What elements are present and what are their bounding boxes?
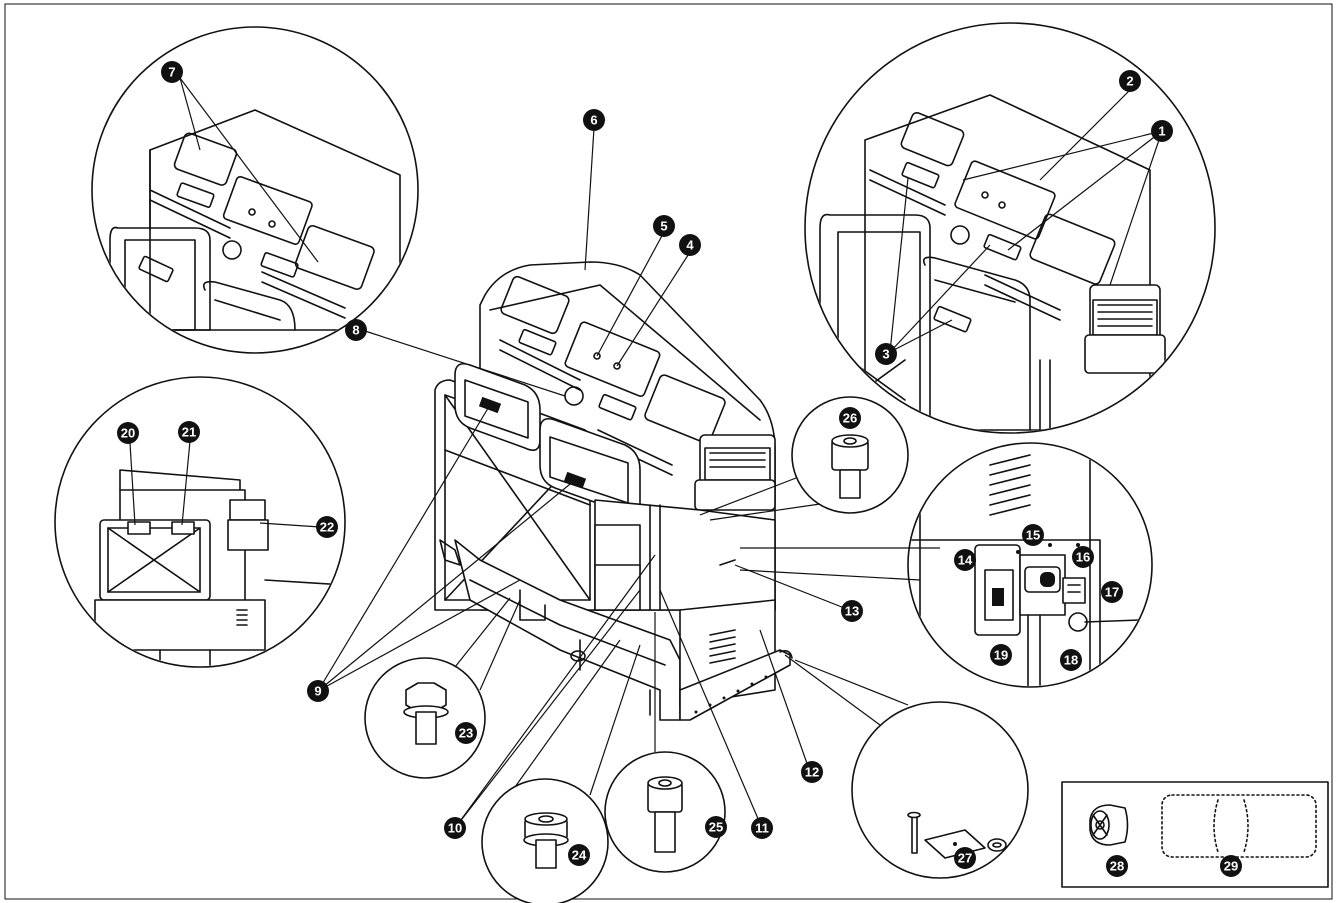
callout-22-label: 22 [320, 520, 334, 535]
callout-20-label: 20 [121, 426, 135, 441]
callout-26-label: 26 [843, 411, 857, 426]
callout-6-label: 6 [590, 113, 597, 128]
callout-12-label: 12 [805, 765, 819, 780]
callout-14-label: 14 [958, 553, 973, 568]
inset-box-28-29 [1061, 781, 1329, 888]
callout-18-label: 18 [1064, 653, 1078, 668]
callout-15-label: 15 [1026, 528, 1040, 543]
detail-left-middle [54, 376, 346, 668]
detail-screw-25 [604, 612, 726, 873]
callout-29-label: 29 [1224, 859, 1238, 874]
callout-7: 7 [161, 61, 183, 83]
callout-16: 16 [1072, 546, 1094, 568]
callout-9: 9 [307, 680, 329, 702]
callout-23: 23 [455, 722, 477, 744]
callout-29: 29 [1220, 855, 1242, 877]
diagram-frame [4, 3, 1333, 900]
callout-2-label: 2 [1126, 74, 1133, 89]
callout-1-label: 1 [1158, 124, 1165, 139]
callout-27: 27 [954, 847, 976, 869]
detail-hardware-27 [784, 654, 1029, 879]
callout-16-label: 16 [1076, 550, 1090, 565]
callout-8: 8 [345, 319, 367, 341]
callout-4: 4 [679, 234, 701, 256]
callout-15: 15 [1022, 524, 1044, 546]
callout-6: 6 [583, 109, 605, 131]
callout-9-label: 9 [314, 684, 321, 699]
callout-28: 28 [1106, 855, 1128, 877]
detail-screw-24 [481, 639, 641, 903]
detail-right-panel [739, 442, 1153, 688]
callout-28-label: 28 [1110, 859, 1124, 874]
callout-10-label: 10 [448, 821, 462, 836]
callout-8-label: 8 [352, 323, 359, 338]
callout-11-label: 11 [755, 821, 769, 836]
callout-26: 26 [839, 407, 861, 429]
callout-14: 14 [954, 549, 976, 571]
callout-1: 1 [1151, 120, 1173, 142]
main-assembly [434, 261, 793, 721]
callout-24-label: 24 [572, 848, 587, 863]
callout-24: 24 [568, 844, 590, 866]
callout-21: 21 [178, 421, 200, 443]
callout-20: 20 [117, 422, 139, 444]
detail-top-left [91, 26, 419, 354]
callout-22: 22 [316, 516, 338, 538]
callout-4-label: 4 [686, 238, 694, 253]
detail-bolt-23 [364, 597, 521, 779]
callout-badges: 1 2 3 4 5 6 7 8 9 10 11 12 13 14 15 16 1… [117, 61, 1242, 877]
callout-25-label: 25 [709, 820, 723, 835]
callout-19-label: 19 [994, 648, 1008, 663]
detail-screw-26 [699, 396, 909, 521]
callout-17-label: 17 [1105, 585, 1119, 600]
callout-13: 13 [841, 600, 863, 622]
callout-5-label: 5 [660, 219, 667, 234]
callout-11: 11 [751, 817, 773, 839]
callout-2: 2 [1119, 70, 1141, 92]
callout-25: 25 [705, 816, 727, 838]
callout-12: 12 [801, 761, 823, 783]
callout-23-label: 23 [459, 726, 473, 741]
detail-top-right [804, 22, 1216, 434]
callout-21-label: 21 [182, 425, 196, 440]
callout-5: 5 [653, 215, 675, 237]
callout-18: 18 [1060, 649, 1082, 671]
callout-3-label: 3 [882, 347, 889, 362]
callout-19: 19 [990, 644, 1012, 666]
callout-17: 17 [1101, 581, 1123, 603]
leader-lines [317, 127, 853, 829]
callout-27-label: 27 [958, 851, 972, 866]
callout-7-label: 7 [168, 65, 175, 80]
callout-13-label: 13 [845, 604, 859, 619]
callout-10: 10 [444, 817, 466, 839]
callout-3: 3 [875, 343, 897, 365]
